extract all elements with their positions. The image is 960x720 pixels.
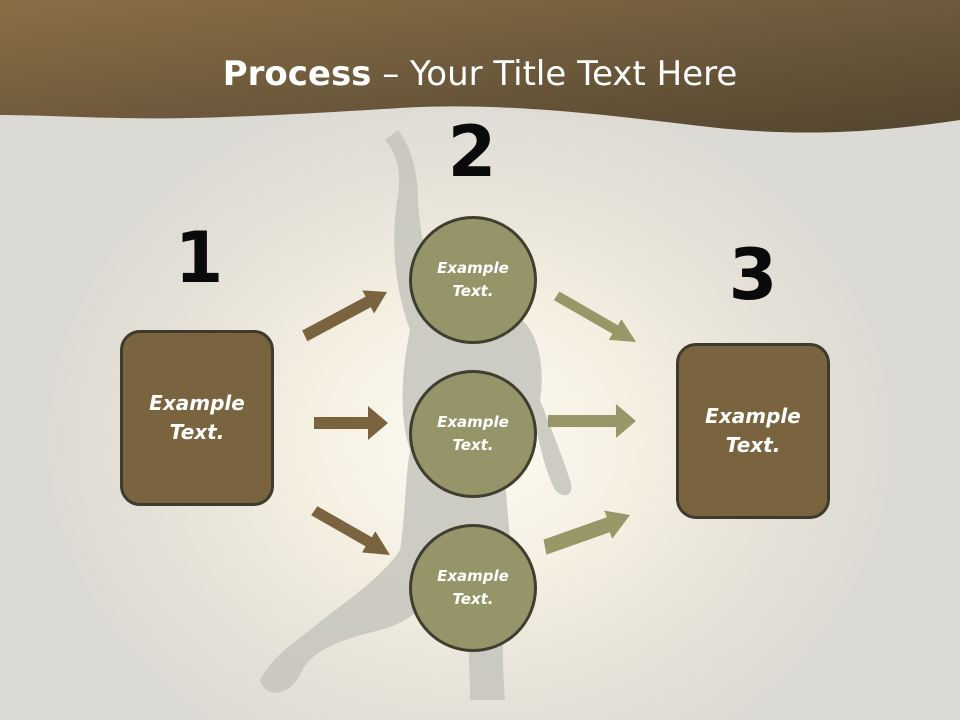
- step-number-3: 3: [728, 234, 778, 316]
- arrow-to-middle-circle: [314, 406, 388, 440]
- slide-title: Process – Your Title Text Here: [0, 52, 960, 96]
- step-2-circle-top: Example Text.: [409, 216, 537, 344]
- step-3-box: Example Text.: [676, 343, 830, 519]
- title-bold-text: Process: [222, 54, 372, 94]
- step-2-circle-bottom: Example Text.: [409, 524, 537, 652]
- arrow-to-top-circle: [302, 290, 387, 342]
- step-3-text: Example Text.: [705, 404, 801, 457]
- step-1-box: Example Text.: [120, 330, 274, 506]
- circle-top-text: Example Text.: [437, 259, 509, 300]
- step-2-circle-middle: Example Text.: [409, 370, 537, 498]
- header-band: [0, 0, 960, 133]
- step-1-text: Example Text.: [149, 391, 245, 444]
- arrow-from-middle-circle: [548, 404, 636, 438]
- arrow-from-bottom-circle: [543, 510, 630, 555]
- step-number-2: 2: [447, 111, 497, 193]
- circle-bottom-text: Example Text.: [437, 567, 509, 608]
- title-rest-text: – Your Title Text Here: [371, 54, 738, 94]
- step-number-1: 1: [174, 217, 224, 299]
- arrow-to-bottom-circle: [311, 506, 390, 555]
- circle-middle-text: Example Text.: [437, 413, 509, 454]
- arrow-from-top-circle: [553, 291, 636, 342]
